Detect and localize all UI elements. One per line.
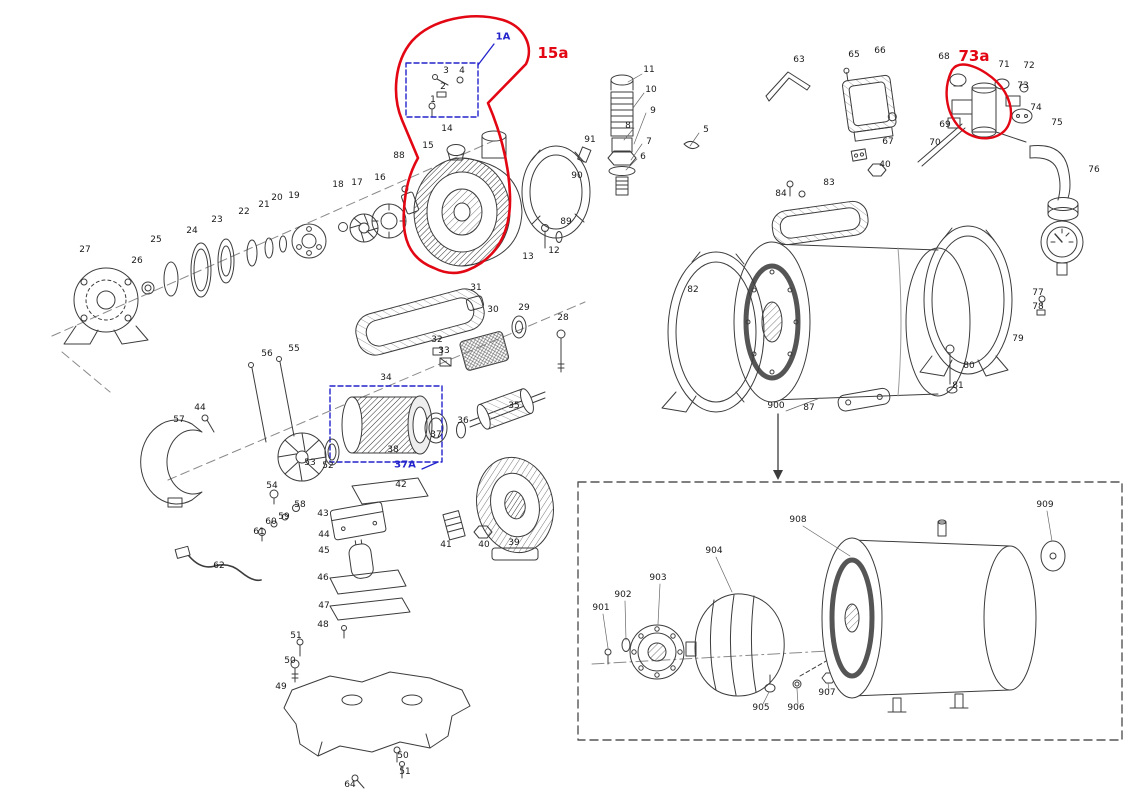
highlight-73a-outline (945, 63, 1013, 140)
power-cable-62 (174, 545, 262, 582)
tank-body (733, 241, 971, 403)
washer-36 (456, 421, 466, 439)
inset-tank-908 (821, 519, 1037, 713)
inset-axis (591, 649, 847, 665)
tank-clamp-82 (661, 251, 765, 413)
small-parts-1-to-4 (428, 74, 464, 118)
fitting-41 (442, 510, 466, 541)
drain-plug-40 (473, 525, 493, 539)
gasket-42 (351, 477, 429, 505)
strap-87 (837, 387, 891, 412)
capacitor-45 (348, 539, 374, 579)
inset-box (577, 481, 1123, 741)
group-box-37A (329, 385, 443, 470)
highlight-15a-outline (394, 15, 531, 275)
arrow-900 (773, 413, 783, 480)
group-box-1A (405, 43, 495, 118)
diffuser-16 (371, 203, 407, 239)
flange-disc-19 (291, 223, 327, 259)
gasket-46 (329, 569, 407, 595)
tank-clamp-79 (919, 225, 1013, 377)
impeller-17 (338, 213, 379, 243)
base-bolts-50-51-64 (351, 746, 405, 789)
screw-901-washer-902 (604, 638, 631, 665)
screws-50-51-left (290, 638, 304, 683)
hose-fitting-column-5-11 (607, 74, 700, 196)
pump-base-49 (283, 671, 471, 757)
bolt-washer-12-13 (541, 224, 563, 249)
clamp-ring-89-90-91 (521, 145, 592, 239)
hardware-84 (786, 180, 806, 198)
motor-end-bracket-27 (63, 267, 149, 345)
screws-77-78 (1036, 295, 1046, 316)
bolt-28 (556, 329, 566, 373)
elbow-75 (1029, 144, 1079, 221)
bolt-80-81 (945, 344, 958, 394)
five-way-fitting-68-74 (917, 73, 1033, 167)
ring-52 (324, 438, 340, 466)
pressure-switch-65-66 (842, 67, 897, 142)
tank-flange-903 (629, 624, 685, 680)
bent-tube-63 (765, 71, 811, 102)
pressure-gauge-76 (1040, 220, 1084, 276)
terminal-box-43 (329, 501, 387, 541)
stator-34 (341, 395, 433, 455)
long-studs-55-56 (248, 356, 295, 443)
bracket-67 (850, 148, 868, 162)
small-parts-32-33 (432, 347, 452, 367)
air-filter-cover-31 (355, 288, 485, 356)
pump-body-15 (413, 130, 523, 267)
screw-44-upper (201, 414, 215, 433)
rotor-shaft-35 (469, 388, 546, 430)
cooling-fan-53 (277, 432, 327, 482)
pump-housing-39 (476, 456, 554, 561)
construction-guides (51, 137, 586, 481)
leader-lines (602, 73, 1053, 705)
bladder-904 (685, 593, 785, 697)
filler-cap-14 (446, 144, 466, 161)
plug-40-right (867, 163, 887, 177)
ring-37 (424, 412, 448, 444)
small-hardware-54-61 (258, 489, 300, 542)
cover-plate-47-48 (329, 597, 411, 639)
roller-29 (511, 315, 527, 339)
top-cover-83 (771, 200, 869, 246)
fan-shroud-57 (140, 419, 203, 508)
disc-909 (1040, 540, 1066, 572)
seal-and-disc-stack (141, 235, 287, 298)
grille-30 (459, 331, 509, 371)
